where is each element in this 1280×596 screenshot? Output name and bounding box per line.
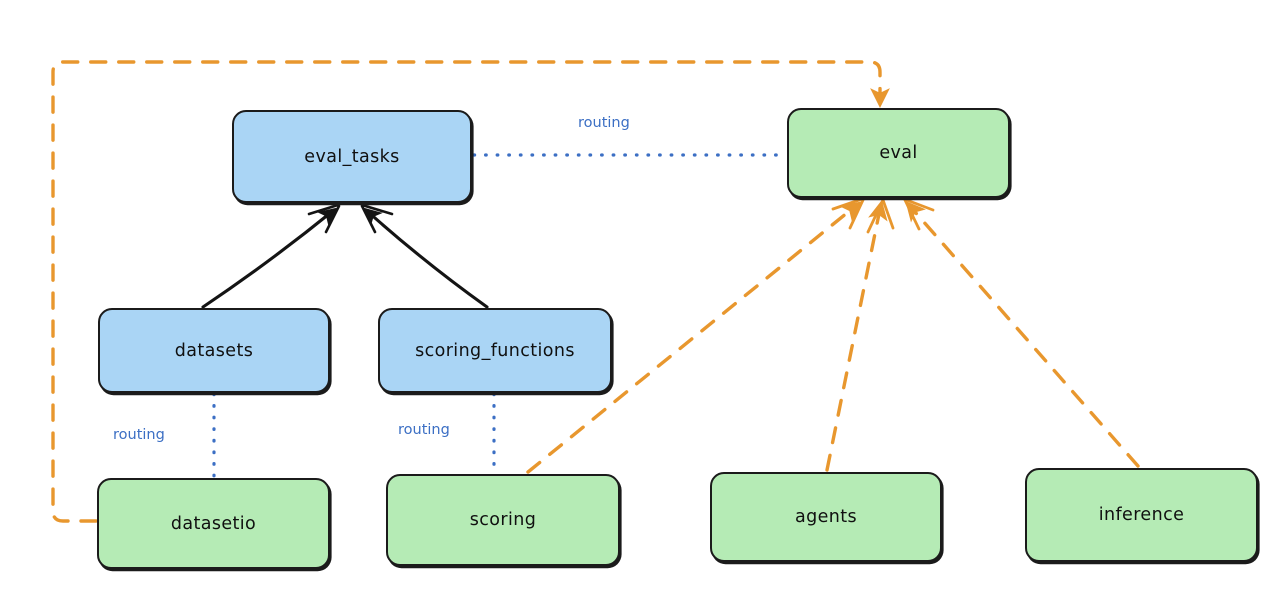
node-label: datasets: [174, 340, 254, 361]
node-datasetio[interactable]: datasetio: [97, 478, 330, 569]
edge-inference-to-eval: [905, 201, 1140, 468]
node-scoring[interactable]: scoring: [386, 474, 620, 566]
edge-agents-arrowhead-whisker: [866, 198, 895, 234]
node-label: scoring: [469, 510, 537, 530]
edge-datasets-arrowhead-whisker: [307, 203, 341, 234]
node-label: agents: [794, 507, 858, 527]
node-label: inference: [1098, 505, 1185, 525]
node-scoring-functions[interactable]: scoring_functions: [378, 308, 612, 393]
edge-inference-arrowhead-whisker: [902, 197, 935, 231]
edge-scoring_functions-arrowhead-whisker: [360, 203, 394, 234]
node-inference[interactable]: inference: [1025, 468, 1258, 562]
node-agents[interactable]: agents: [710, 472, 942, 562]
edge-datasetio-to-eval: [51, 60, 890, 523]
node-datasets[interactable]: datasets: [98, 308, 330, 393]
edge-agents-to-eval: [825, 200, 888, 472]
node-label: scoring_functions: [415, 340, 575, 361]
node-label: eval: [879, 143, 918, 163]
node-label: datasetio: [170, 513, 257, 534]
edge-label-routing-eval-tasks-eval: routing: [578, 115, 630, 131]
node-eval-tasks[interactable]: eval_tasks: [232, 110, 472, 203]
node-label: eval_tasks: [304, 146, 400, 167]
edge-label-routing-scoring-functions-scoring: routing: [398, 422, 450, 438]
node-eval[interactable]: eval: [787, 108, 1010, 198]
edge-label-routing-datasets-datasetio: routing: [113, 427, 165, 443]
edge-scoring_functions-to-eval_tasks: [363, 207, 489, 309]
edge-datasets-to-eval_tasks: [201, 207, 337, 309]
edge-scoring-to-eval: [526, 201, 862, 474]
edge-scoring-arrowhead-whisker: [831, 197, 865, 230]
